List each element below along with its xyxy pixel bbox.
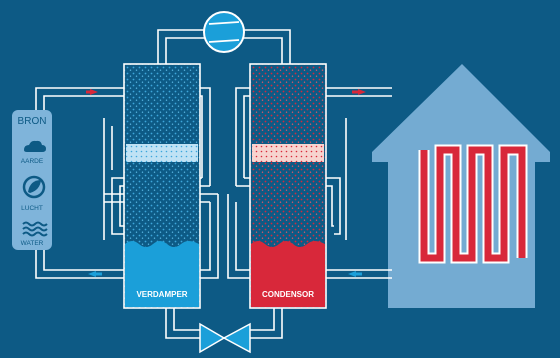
evaporator-label: VERDAMPER bbox=[136, 290, 187, 299]
source-item-label: AARDE bbox=[21, 158, 44, 165]
cloud-icon bbox=[24, 140, 46, 152]
waves-icon bbox=[22, 221, 48, 237]
expansion-valve-icon bbox=[199, 322, 251, 354]
pipes bbox=[35, 29, 392, 339]
source-item-label: LUCHT bbox=[21, 205, 43, 212]
condenser-label: CONDENSOR bbox=[262, 290, 314, 299]
source-title: BRON bbox=[18, 116, 47, 127]
flow-arrow-red bbox=[358, 89, 366, 95]
compressor-icon bbox=[203, 11, 245, 53]
flow-arrow-blue bbox=[348, 271, 356, 277]
leaf-icon bbox=[22, 175, 46, 199]
flow-arrows bbox=[86, 89, 366, 277]
source-item-label: WATER bbox=[21, 240, 44, 247]
flow-arrow-blue bbox=[88, 271, 96, 277]
evaporator-tank bbox=[123, 63, 201, 309]
condenser-tank bbox=[249, 63, 327, 309]
floor-heating-coil bbox=[418, 144, 528, 264]
